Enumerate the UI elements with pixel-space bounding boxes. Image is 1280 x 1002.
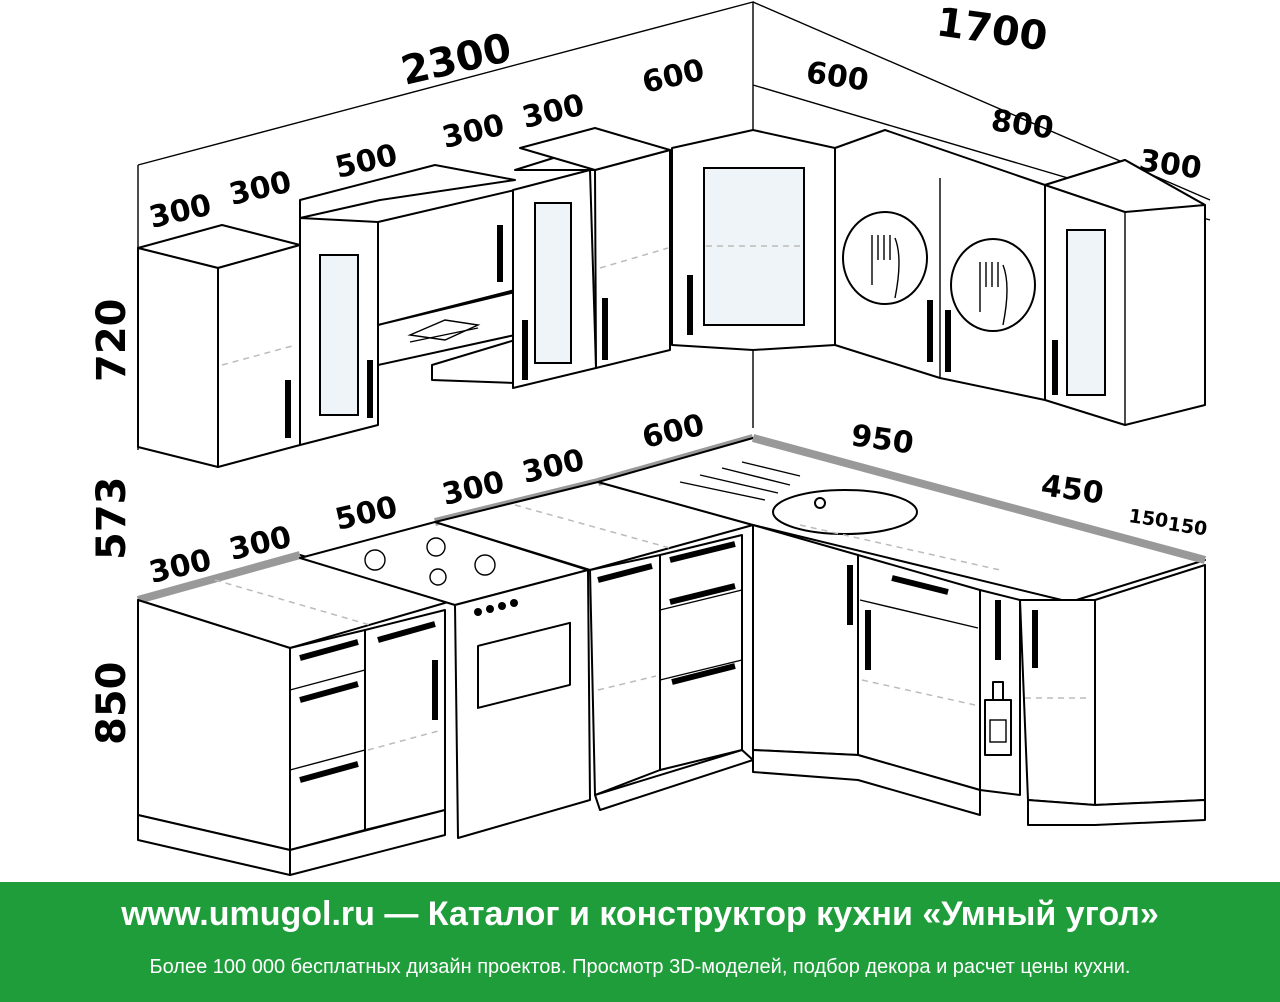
kitchen-diagram: 2300 1700 300 300 500 300 300 600 600 80… — [89, 0, 1211, 876]
footer-banner: www.umugol.ru — Каталог и конструктор ку… — [0, 882, 1280, 1002]
sink — [772, 489, 918, 535]
dim-upper-left-5: 300 — [519, 88, 588, 136]
dim-upper-right-3: 300 — [1137, 143, 1204, 186]
dim-lower-right-3: 150 — [1127, 505, 1169, 532]
glass-panel — [319, 254, 359, 416]
upper-cabinets-left — [137, 127, 671, 468]
dim-upper-right-2: 800 — [989, 103, 1056, 146]
dim-lower-right-2: 450 — [1039, 468, 1106, 511]
dim-upper-left-6: 600 — [639, 53, 708, 101]
dim-lower-right-1: 950 — [849, 418, 916, 461]
dim-wall-left: 2300 — [397, 25, 516, 95]
dim-lower-right-4: 150 — [1166, 513, 1208, 540]
dim-upper-right-1: 600 — [804, 55, 871, 98]
bottle-icon — [984, 681, 1012, 756]
dim-wall-right: 1700 — [934, 0, 1051, 60]
dim-upper-left-1: 300 — [146, 188, 215, 236]
lower-cabinets — [136, 434, 1207, 876]
dim-height-gap: 573 — [89, 477, 135, 561]
fork-knife-icon — [842, 211, 928, 305]
glass-panel — [534, 202, 572, 364]
hood-icon — [407, 319, 481, 341]
glass-panel — [1066, 229, 1106, 396]
dim-height-lower: 850 — [89, 662, 135, 746]
dim-upper-left-2: 300 — [226, 165, 295, 213]
dim-lower-left-6: 600 — [639, 408, 708, 456]
fork-knife-icon — [950, 238, 1036, 332]
dim-height-upper: 720 — [89, 299, 135, 383]
footer-subtitle: Более 100 000 бесплатных дизайн проектов… — [149, 956, 1131, 978]
dim-upper-left-4: 300 — [439, 108, 508, 156]
upper-cabinets-right — [671, 129, 1206, 426]
dim-lower-left-3: 500 — [332, 490, 401, 538]
footer-title[interactable]: www.umugol.ru — Каталог и конструктор ку… — [121, 895, 1159, 933]
